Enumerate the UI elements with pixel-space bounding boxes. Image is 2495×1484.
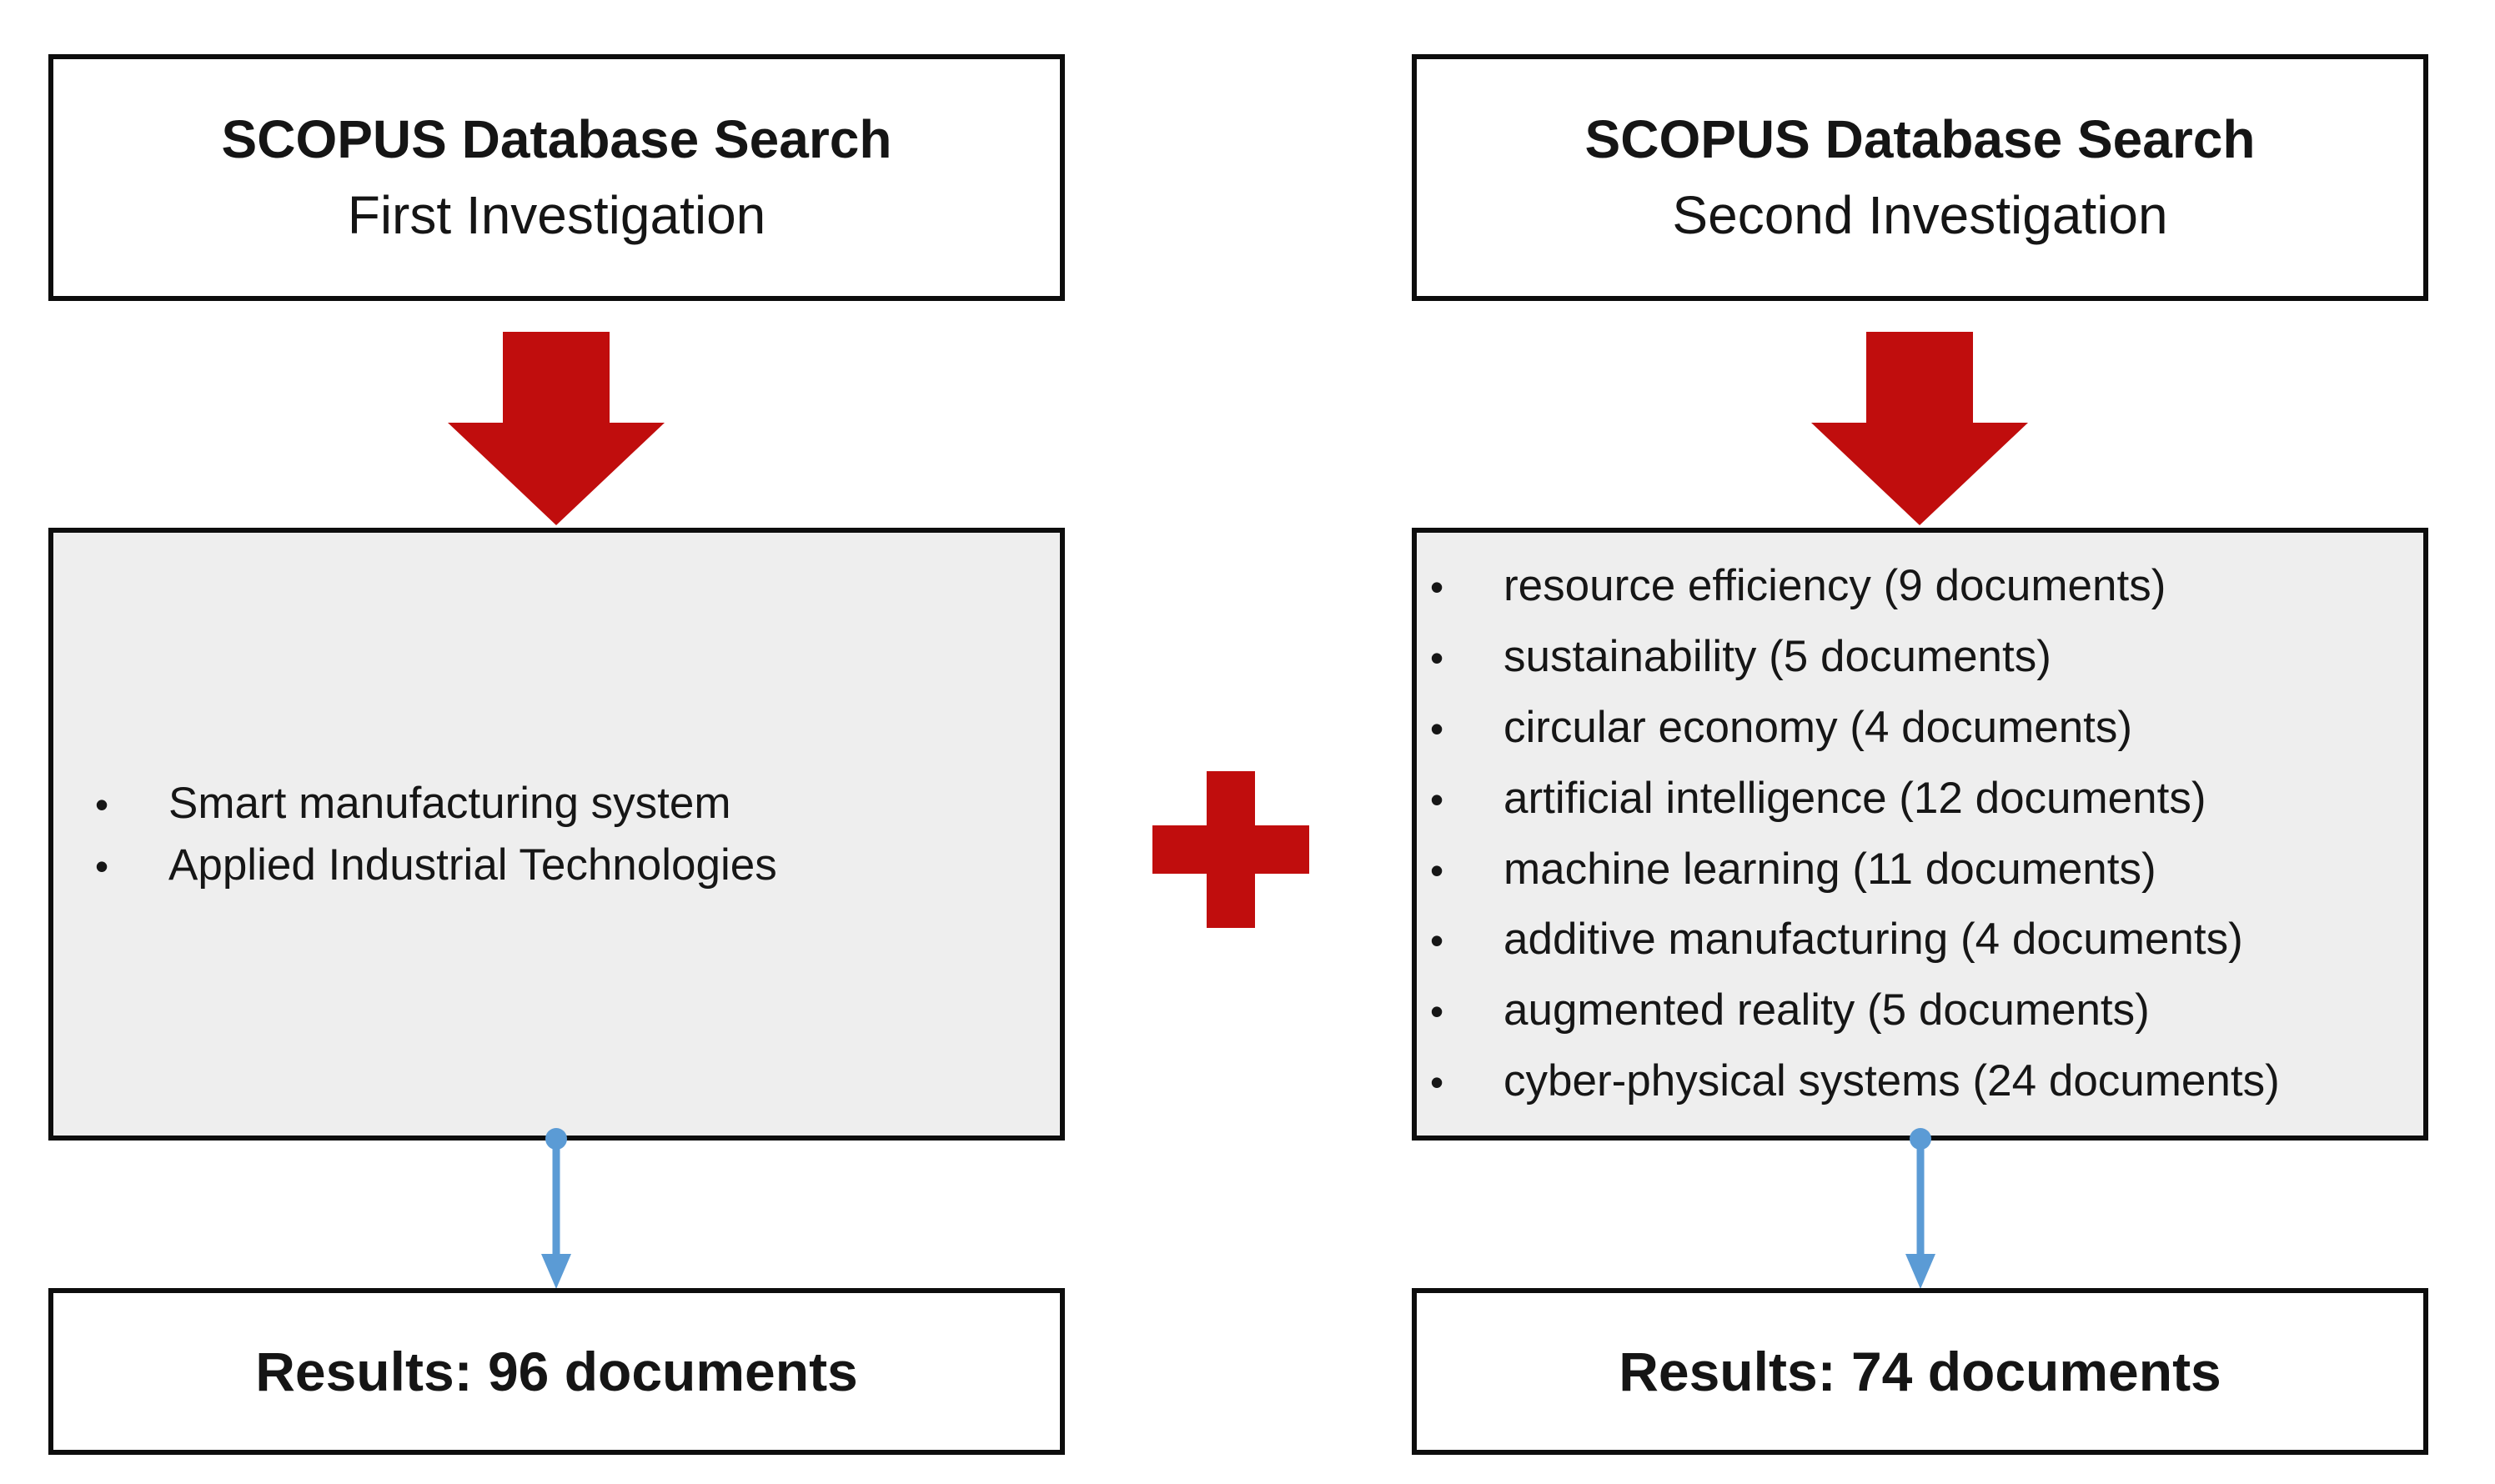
bullet-icon: • <box>1430 919 1444 963</box>
bullet-icon: • <box>1430 777 1444 821</box>
list-item: • sustainability (5 documents) <box>1430 622 2423 693</box>
list-item: • additive manufacturing (4 documents) <box>1430 905 2423 975</box>
second-investigation-results-box: Results: 74 documents <box>1412 1288 2428 1455</box>
second-investigation-keywords-box: • resource efficiency (9 documents) • su… <box>1412 528 2428 1141</box>
bullet-icon: • <box>95 844 109 888</box>
keyword-label: resource efficiency (9 documents) <box>1504 561 2166 611</box>
first-investigation-results-box: Results: 96 documents <box>48 1288 1065 1455</box>
keyword-label: artificial intelligence (12 documents) <box>1504 773 2206 823</box>
bullet-icon: • <box>95 783 109 827</box>
second-investigation-subtitle: Second Investigation <box>1672 185 2168 245</box>
keyword-label: machine learning (11 documents) <box>1504 844 2156 894</box>
first-investigation-header-box: SCOPUS Database Search First Investigati… <box>48 54 1065 301</box>
bullet-icon: • <box>1430 848 1444 892</box>
list-item: • machine learning (11 documents) <box>1430 835 2423 905</box>
bullet-icon: • <box>1430 1060 1444 1104</box>
bullet-icon: • <box>1430 706 1444 750</box>
down-arrow-icon <box>1811 332 2028 525</box>
keyword-label: cyber-physical systems (24 documents) <box>1504 1055 2280 1105</box>
results-label: Results: 74 documents <box>1619 1341 2221 1402</box>
first-investigation-title: SCOPUS Database Search <box>221 109 892 170</box>
connector-arrow-icon <box>1905 1128 1935 1289</box>
bullet-icon: • <box>1430 565 1444 609</box>
keyword-label: Smart manufacturing system <box>168 779 731 829</box>
plus-icon <box>1152 771 1309 928</box>
list-item: • Smart manufacturing system <box>95 773 1060 834</box>
keyword-label: Applied Industrial Technologies <box>168 840 777 890</box>
list-item: • circular economy (4 documents) <box>1430 693 2423 764</box>
list-item: • Applied Industrial Technologies <box>95 835 1060 895</box>
second-investigation-header-box: SCOPUS Database Search Second Investigat… <box>1412 54 2428 301</box>
keyword-label: augmented reality (5 documents) <box>1504 985 2150 1035</box>
list-item: • cyber-physical systems (24 documents) <box>1430 1046 2423 1117</box>
down-arrow-icon <box>448 332 665 525</box>
list-item: • resource efficiency (9 documents) <box>1430 551 2423 622</box>
keyword-label: circular economy (4 documents) <box>1504 702 2133 752</box>
first-investigation-keyword-list: • Smart manufacturing system • Applied I… <box>53 533 1060 1136</box>
list-item: • augmented reality (5 documents) <box>1430 975 2423 1046</box>
results-label: Results: 96 documents <box>255 1341 858 1402</box>
keyword-label: additive manufacturing (4 documents) <box>1504 915 2243 965</box>
list-item: • artificial intelligence (12 documents) <box>1430 764 2423 835</box>
keyword-label: sustainability (5 documents) <box>1504 632 2051 682</box>
second-investigation-title: SCOPUS Database Search <box>1584 109 2256 170</box>
first-investigation-subtitle: First Investigation <box>347 185 766 245</box>
bullet-icon: • <box>1430 990 1444 1034</box>
second-investigation-keyword-list: • resource efficiency (9 documents) • su… <box>1417 533 2423 1136</box>
connector-arrow-icon <box>541 1128 571 1289</box>
first-investigation-keywords-box: • Smart manufacturing system • Applied I… <box>48 528 1065 1141</box>
bullet-icon: • <box>1430 636 1444 680</box>
